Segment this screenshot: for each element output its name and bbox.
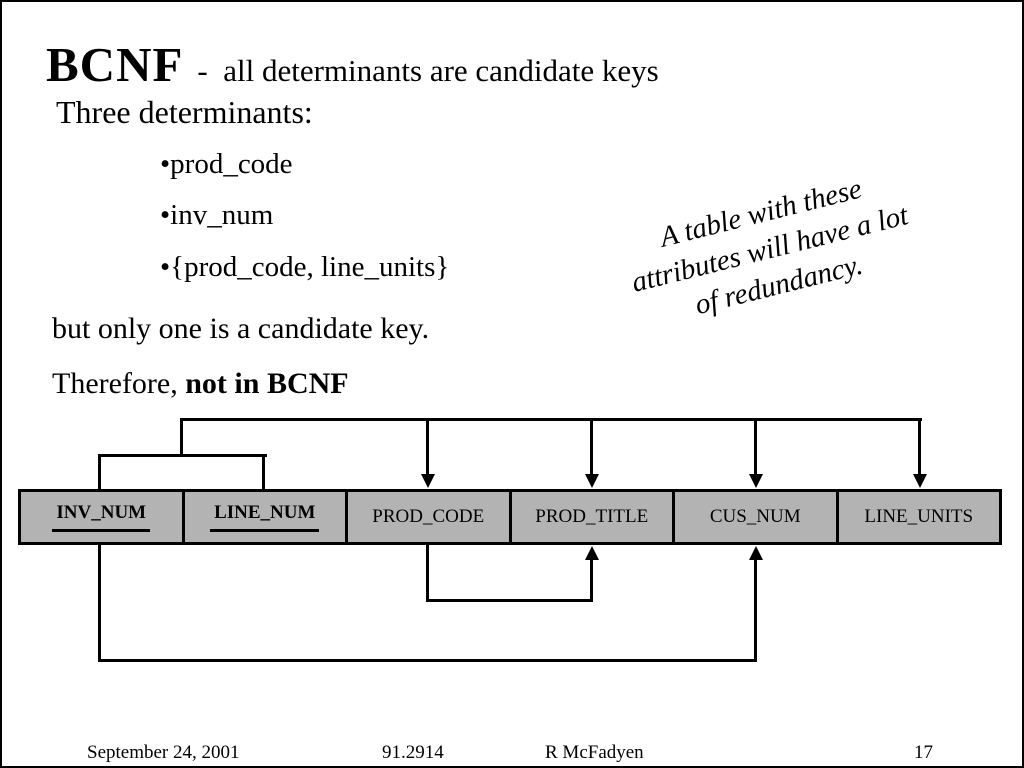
footer-date: September 24, 2001 [87,742,240,763]
fd-arrowhead-prod-code [421,474,435,488]
attribute-label: LINE_UNITS [864,506,974,527]
bullet-label: inv_num [170,199,274,231]
bracket-right-leg [262,454,265,492]
bullet-label: prod_code [170,148,293,180]
bullet-label: {prod_code, line_units} [170,251,450,283]
bullet-item-composite: •{prod_code, line_units} [160,251,449,284]
attribute-label: PROD_TITLE [535,506,649,527]
fd-arrowhead-cus-num [749,474,763,488]
bullet-glyph: • [160,199,171,231]
fd-arrowhead-prodtitle-up [585,546,599,560]
attribute-cell-line-num: LINE_NUM [184,492,348,542]
fd-arrowhead-line-units [913,474,927,488]
fd-invnum-downline [98,545,101,662]
attribute-cell-prod-title: PROD_TITLE [511,492,675,542]
page-title: BCNF - all determinants are candidate ke… [46,36,659,93]
candidate-key-line: but only one is a candidate key. [52,312,430,345]
fd-prodtitle-upline [590,558,593,602]
fd-arrowhead-prod-title [585,474,599,488]
attribute-cell-line-units: LINE_UNITS [838,492,999,542]
attribute-label: LINE_NUM [210,502,320,532]
attribute-label: INV_NUM [52,502,151,532]
fd-drop-prod-code [426,418,429,475]
footer-course: 91.2914 [382,742,444,763]
bracket-left-leg [98,454,101,492]
attribute-label: PROD_CODE [372,506,485,527]
fd-arrowhead-cusnum-up [749,546,763,560]
attribute-label: CUS_NUM [709,506,801,527]
conclusion-line: Therefore, not in BCNF [52,367,349,401]
attribute-cell-prod-code: PROD_CODE [348,492,512,542]
fd-drop-line-units [918,418,921,475]
bullet-glyph: • [160,251,171,283]
fd-drop-prod-title [590,418,593,475]
fd-prodcode-downline [426,545,429,602]
bullet-glyph: • [160,148,171,180]
bracket-riser [180,418,183,457]
intro-line: Three determinants: [56,94,313,130]
title-term: BCNF [46,37,184,92]
footer-page-number: 17 [914,742,933,763]
bullet-item-inv-num: •inv_num [160,199,273,232]
fd-cusnum-upline [754,558,757,662]
title-definition: - all determinants are candidate keys [197,53,659,88]
fd-drop-cus-num [754,418,757,475]
relation-table: INV_NUM LINE_NUM PROD_CODE PROD_TITLE CU… [18,489,1002,545]
bullet-item-prod-code: •prod_code [160,148,293,181]
redundancy-note: A table with these attributes will have … [562,147,977,352]
attribute-cell-cus-num: CUS_NUM [675,492,839,542]
fd-invnum-cusnum [98,659,757,662]
fd-prodcode-prodtitle [426,599,593,602]
footer-author: R McFadyen [545,742,644,763]
conclusion-bold: not in BCNF [185,367,349,400]
attribute-cell-inv-num: INV_NUM [21,492,185,542]
conclusion-prefix: Therefore, [52,367,186,400]
fd-top-line [180,418,922,421]
